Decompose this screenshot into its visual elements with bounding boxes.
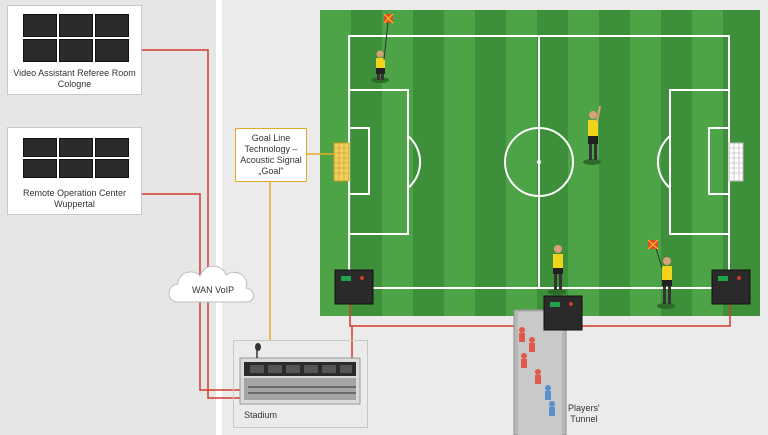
radio-devices xyxy=(334,269,751,331)
divider xyxy=(216,0,222,435)
football-pitch xyxy=(320,10,760,316)
remote-center-box: Remote Operation Center Wuppertal xyxy=(7,127,142,215)
referees xyxy=(371,13,675,309)
tunnel-label: Players' Tunnel xyxy=(568,403,600,424)
monitor-screen xyxy=(23,14,57,37)
players-tunnel xyxy=(513,309,567,435)
monitor-screen xyxy=(95,39,129,62)
glt-line xyxy=(269,153,334,340)
monitor-icon xyxy=(23,14,129,62)
microphone-icon xyxy=(255,343,261,358)
var-room-box: Video Assistant Referee Room Cologne xyxy=(7,5,142,95)
wan-cloud xyxy=(168,265,254,303)
wan-voip-label: WAN VoIP xyxy=(192,285,235,295)
remote-center-label: Remote Operation Center Wuppertal xyxy=(22,188,127,209)
monitor-screen xyxy=(95,138,129,157)
monitor-screen xyxy=(23,39,57,62)
monitor-screen xyxy=(23,159,57,178)
glt-label: Goal Line Technology – Acoustic Signal „… xyxy=(240,133,302,176)
stadium-box xyxy=(233,340,368,428)
monitor-screen xyxy=(59,138,93,157)
monitor-screen xyxy=(59,14,93,37)
monitor-screen xyxy=(23,138,57,157)
monitor-icon xyxy=(23,138,129,178)
var-room-label: Video Assistant Referee Room Cologne xyxy=(13,68,136,89)
monitor-screen xyxy=(95,159,129,178)
stadium-rack xyxy=(239,357,361,405)
stadium-label: Stadium xyxy=(244,410,278,420)
monitor-screen xyxy=(95,14,129,37)
goal-net-icon xyxy=(333,142,744,182)
monitor-screen xyxy=(59,159,93,178)
monitor-screen xyxy=(59,39,93,62)
goal-line-technology-box: Goal Line Technology – Acoustic Signal „… xyxy=(235,128,307,182)
